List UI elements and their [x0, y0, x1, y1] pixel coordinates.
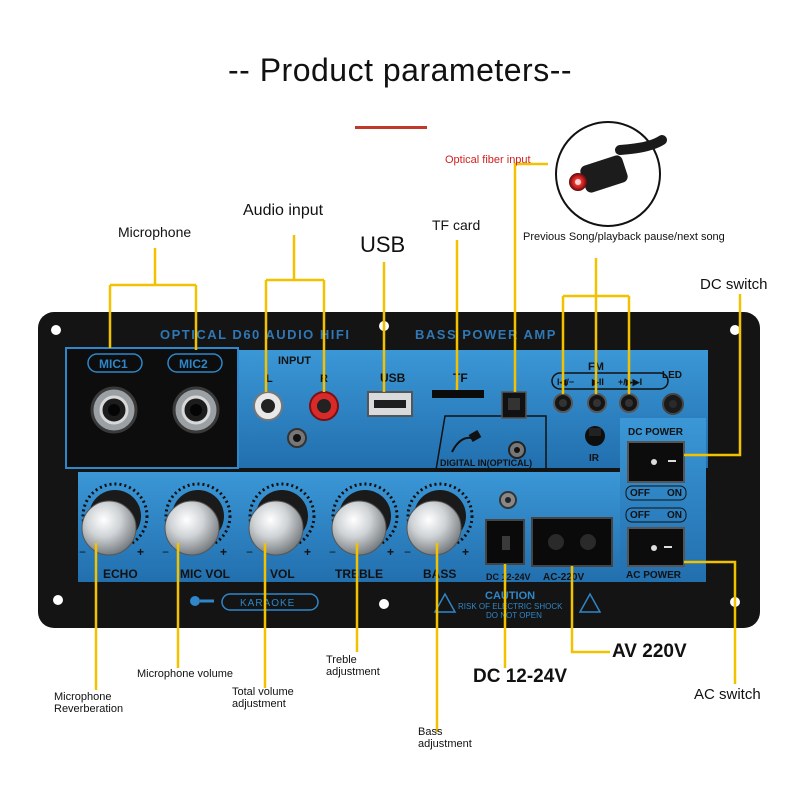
karaoke-badge	[190, 593, 319, 611]
ac-power-switch	[627, 527, 685, 567]
ac-on-label: ON	[667, 510, 682, 521]
karaoke-label: KARAOKE	[240, 598, 295, 609]
svg-text:+: +	[387, 545, 394, 559]
callout-total-volume: Total volume adjustment	[232, 686, 294, 710]
svg-text:+: +	[462, 545, 469, 559]
callout-dc-switch: DC switch	[700, 276, 768, 293]
svg-text:−: −	[329, 545, 336, 559]
callout-ac-switch: AC switch	[694, 686, 761, 703]
panel-header-left: OPTICAL D60 AUDIO HIFI	[160, 327, 350, 342]
tf-slot	[432, 390, 484, 398]
dc-off-label: OFF	[630, 488, 650, 499]
knob-label-bass: BASS	[423, 567, 456, 581]
input-l-label: L	[266, 373, 273, 385]
optical-cable-icon	[451, 430, 482, 453]
callout-optical-fiber: Optical fiber input	[445, 154, 531, 166]
input-title: INPUT	[278, 355, 311, 367]
knob-treble[interactable]: − + TREBLE	[329, 482, 399, 581]
knob-label-vol: VOL	[270, 567, 295, 581]
screw-hole	[53, 595, 63, 605]
svg-text:+: +	[304, 545, 311, 559]
panel-header-right: BASS POWER AMP	[415, 327, 557, 342]
callout-tf-card: TF card	[432, 217, 481, 233]
ir-receiver	[585, 426, 605, 446]
mic1-label: MIC1	[99, 357, 128, 371]
tf-slot-label: TF	[453, 371, 468, 385]
ir-label: IR	[589, 453, 600, 464]
knob-label-treble: TREBLE	[335, 567, 383, 581]
page-title: -- Product parameters--	[227, 52, 573, 88]
svg-text:−: −	[246, 545, 253, 559]
knob-echo[interactable]: − + ECHO	[79, 482, 149, 581]
warning-icon	[433, 592, 602, 613]
callout-bass-line2: adjustment	[418, 738, 472, 750]
callout-audio-input: Audio input	[243, 202, 324, 219]
dc-power-switch	[627, 441, 685, 483]
play-pause-button	[587, 393, 607, 413]
knob-mic-vol[interactable]: − + MIC VOL	[162, 482, 232, 581]
dc-screw	[499, 491, 517, 509]
led-label: LED	[662, 370, 682, 381]
caution-line1: RISK OF ELECTRIC SHOCK	[458, 602, 563, 611]
callout-treble-line1: Treble	[326, 654, 357, 666]
fm-prev-label: I◀/−	[557, 377, 574, 387]
svg-text:−: −	[79, 545, 86, 559]
ac-input-label: AC-220V	[543, 572, 584, 583]
dc-input-label: DC 12-24V	[486, 572, 531, 582]
callout-mic-reverb: Microphone Reverberation	[54, 691, 123, 715]
fm-play-label: ▶II	[591, 377, 604, 387]
callout-total-volume-line1: Total volume	[232, 686, 294, 698]
svg-text:−: −	[162, 545, 169, 559]
rca-right-jack	[309, 391, 339, 421]
callout-treble-line2: adjustment	[326, 666, 380, 678]
callout-usb: USB	[360, 232, 406, 257]
mic2-jack	[172, 386, 220, 434]
usb-port-label: USB	[380, 371, 406, 385]
callout-treble: Treble adjustment	[326, 654, 380, 678]
prev-button	[553, 393, 573, 413]
aux-jack	[287, 428, 307, 448]
callout-bass-line1: Bass	[418, 726, 443, 738]
callout-mic-volume: Microphone volume	[137, 668, 233, 680]
knob-bass[interactable]: − + BASS	[404, 482, 474, 581]
callout-mic-reverb-line1: Microphone	[54, 691, 112, 703]
dc-on-label: ON	[667, 488, 682, 499]
callout-av-220v: AV 220V	[612, 641, 687, 662]
dc-power-label: DC POWER	[628, 427, 684, 438]
callout-total-volume-line2: adjustment	[232, 698, 286, 710]
optical-cable-inset	[555, 121, 667, 227]
digital-in-label: DIGITAL IN(OPTICAL)	[440, 458, 532, 468]
svg-text:+: +	[137, 545, 144, 559]
knob-label-mic-vol: MIC VOL	[180, 567, 230, 581]
screw-hole	[51, 325, 61, 335]
callout-dc-12-24v: DC 12-24V	[473, 666, 567, 687]
caution-title: CAUTION	[485, 590, 535, 602]
usb-port	[367, 391, 413, 417]
dc-input-jack	[485, 519, 525, 565]
knob-vol[interactable]: − + VOL	[246, 482, 316, 581]
svg-text:+: +	[220, 545, 227, 559]
mic2-label: MIC2	[179, 357, 208, 371]
caution-line2: DO NOT OPEN	[486, 611, 542, 620]
ac-power-label: AC POWER	[626, 570, 682, 581]
coax-jack	[508, 441, 526, 459]
callout-prev-next: Previous Song/playback pause/next song	[523, 231, 725, 243]
rca-left-jack	[253, 391, 283, 421]
leader-lines	[94, 162, 742, 732]
ac-input-socket	[531, 517, 613, 567]
knob-label-echo: ECHO	[103, 567, 138, 581]
screw-hole	[730, 325, 740, 335]
ac-off-label: OFF	[630, 510, 650, 521]
callout-mic-reverb-line2: Reverberation	[54, 703, 124, 715]
callout-bass: Bass adjustment	[418, 726, 472, 750]
screw-hole	[379, 599, 389, 609]
title-underline	[355, 126, 427, 129]
callout-microphone: Microphone	[118, 224, 192, 240]
next-button	[619, 393, 639, 413]
led-indicator	[662, 393, 684, 415]
mic1-jack	[90, 386, 138, 434]
svg-text:−: −	[404, 545, 411, 559]
